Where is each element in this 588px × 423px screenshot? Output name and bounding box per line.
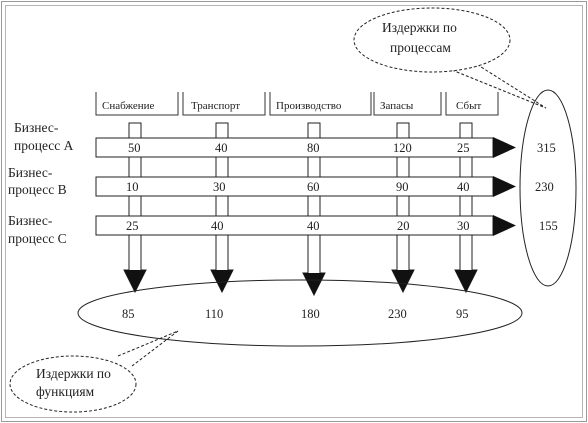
process-a-label-line2: процесс А	[14, 138, 74, 153]
function-header-bracket	[182, 92, 266, 116]
cell-value: 50	[128, 141, 141, 155]
callout-line1: Издержки по	[36, 366, 111, 381]
process-b-total: 230	[535, 180, 554, 194]
process-costs-callout: Издержки по процессам	[353, 7, 547, 109]
function-total: 85	[122, 307, 135, 321]
process-totals-ellipse: 315 230 155	[519, 89, 577, 287]
function-costs-callout: Издержки по функциям	[9, 330, 179, 413]
cell-value: 40	[215, 141, 228, 155]
inner-frame	[5, 5, 583, 418]
cell-value: 20	[397, 219, 410, 233]
process-b-label-line2: процесс В	[8, 182, 67, 197]
function-header-proizvodstvo: Производство	[269, 92, 372, 116]
column-arrow-4	[391, 122, 415, 294]
cell-value: 40	[211, 219, 224, 233]
function-label: Сбыт	[456, 100, 481, 112]
function-label: Транспорт	[191, 100, 240, 112]
cell-value: 40	[307, 219, 320, 233]
cell-value: 30	[213, 180, 226, 194]
cell-value: 30	[457, 219, 470, 233]
cell-value: 80	[307, 141, 320, 155]
function-header-bracket	[95, 92, 179, 116]
process-a-label-line1: Бизнес-	[14, 120, 59, 135]
function-header-transport: Транспорт	[182, 92, 266, 116]
callout-tail	[451, 59, 547, 109]
process-c-label-line1: Бизнес-	[8, 213, 53, 228]
callout-line1: Издержки по	[382, 20, 457, 35]
callout-line2: процессам	[390, 40, 451, 55]
column-arrow-2	[210, 122, 234, 294]
function-header-snabzhenie: Снабжение	[95, 92, 179, 116]
function-total: 180	[301, 307, 320, 321]
cell-value: 60	[307, 180, 320, 194]
process-c-label-line2: процесс С	[8, 231, 67, 246]
function-total: 95	[456, 307, 469, 321]
cell-value: 25	[126, 219, 139, 233]
process-bar-c	[95, 215, 516, 236]
cell-value: 120	[393, 141, 412, 155]
process-bar-b	[95, 176, 516, 197]
function-header-bracket	[373, 92, 442, 116]
cell-value: 90	[396, 180, 409, 194]
cell-value: 10	[126, 180, 139, 194]
function-label: Снабжение	[102, 100, 155, 112]
function-header-zapasy: Запасы	[373, 92, 442, 116]
column-arrow-1	[123, 122, 147, 294]
function-label: Запасы	[380, 100, 414, 112]
cell-value: 25	[457, 141, 470, 155]
function-header-bracket	[269, 92, 372, 116]
function-headers: Снабжение Транспорт Производство Запасы …	[95, 92, 499, 116]
function-total: 230	[388, 307, 407, 321]
function-totals-ellipse: 85 110 180 230 95	[77, 279, 523, 347]
cell-value: 40	[457, 180, 470, 194]
process-c-values: 25 40 40 20 30	[126, 219, 470, 233]
process-b-values: 10 30 60 90 40	[126, 180, 470, 194]
function-header-bracket	[445, 92, 499, 116]
process-a-values: 50 40 80 120 25	[128, 141, 470, 155]
function-label: Производство	[276, 100, 342, 112]
callout-line2: функциям	[36, 384, 95, 399]
process-c-total: 155	[539, 219, 558, 233]
process-labels: Бизнес- процесс А Бизнес- процесс В Бизн…	[8, 120, 74, 246]
process-a-total: 315	[537, 141, 556, 155]
process-bars	[95, 137, 516, 236]
process-bar-a	[95, 137, 516, 158]
process-b-label-line1: Бизнес-	[8, 165, 53, 180]
function-total: 110	[205, 307, 223, 321]
function-header-sbyt: Сбыт	[445, 92, 499, 116]
callout-tail	[117, 330, 179, 367]
